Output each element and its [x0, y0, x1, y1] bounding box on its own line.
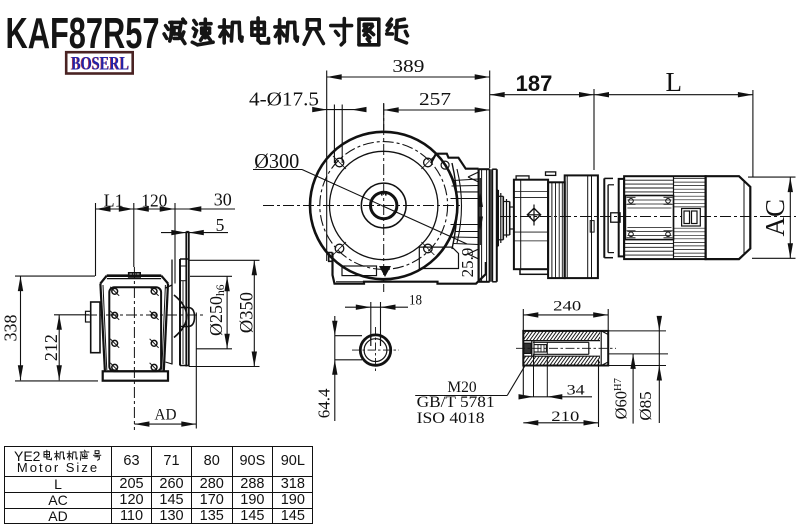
svg-text:M20: M20 [447, 379, 477, 396]
svg-text:Ø250h6: Ø250h6 [206, 284, 227, 336]
svg-text:120: 120 [141, 191, 167, 211]
svg-text:GB/T 5781: GB/T 5781 [417, 394, 495, 411]
svg-text:34: 34 [567, 383, 586, 399]
svg-text:Ø300: Ø300 [254, 149, 299, 173]
svg-text:187: 187 [516, 71, 553, 96]
svg-text:18: 18 [409, 292, 422, 308]
svg-text:AC: AC [760, 199, 790, 237]
svg-text:4-Ø17.5: 4-Ø17.5 [249, 90, 319, 111]
svg-text:Ø85: Ø85 [636, 391, 655, 420]
svg-text:5: 5 [216, 215, 225, 235]
svg-text:AD: AD [155, 407, 177, 424]
svg-text:257: 257 [419, 89, 451, 109]
svg-text:ISO 4018: ISO 4018 [417, 410, 485, 427]
svg-text:Ø60H7: Ø60H7 [612, 378, 631, 419]
svg-text:KAF87R57: KAF87R57 [6, 9, 160, 58]
svg-text:30: 30 [214, 189, 232, 209]
svg-text:338: 338 [1, 315, 21, 342]
svg-text:BOSERL: BOSERL [71, 54, 129, 75]
svg-text:Ø350: Ø350 [238, 292, 258, 333]
svg-text:64.4: 64.4 [315, 388, 334, 418]
svg-text:L1: L1 [104, 190, 124, 210]
svg-text:25.9: 25.9 [458, 248, 477, 278]
svg-text:L: L [665, 67, 682, 97]
svg-text:212: 212 [41, 334, 61, 361]
svg-text:240: 240 [553, 299, 581, 315]
svg-text:389: 389 [392, 56, 424, 76]
svg-text:BOSERL: BOSERL [71, 54, 129, 75]
svg-text:210: 210 [551, 409, 579, 425]
